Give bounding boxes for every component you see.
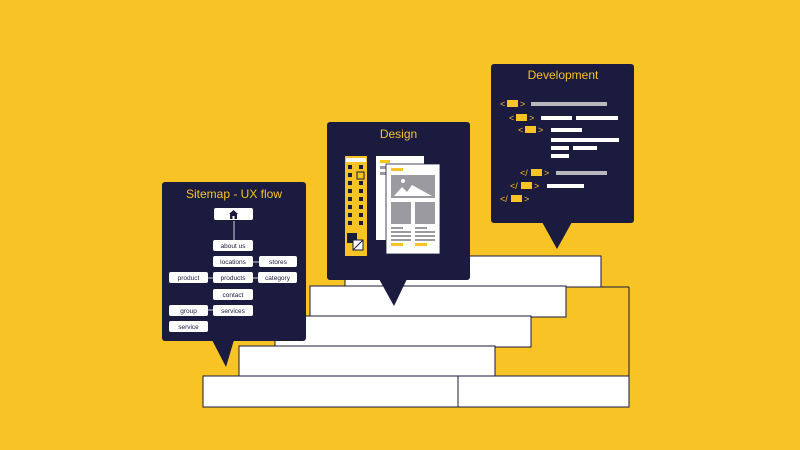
node-category bbox=[258, 272, 297, 283]
label-stores: stores bbox=[269, 259, 287, 266]
stair-step-2 bbox=[309, 285, 567, 318]
node-services bbox=[213, 305, 253, 316]
code-close-1: </ bbox=[520, 168, 528, 178]
stair-step-3 bbox=[274, 315, 532, 348]
code-open-1: < bbox=[500, 99, 505, 109]
label-about-us: about us bbox=[221, 243, 247, 250]
development-bubble: Development < > < > < > </ bbox=[491, 64, 634, 249]
code-close-2: </ bbox=[510, 181, 518, 191]
code-gt-1: > bbox=[520, 99, 525, 109]
code-gt-4: > bbox=[544, 168, 549, 178]
node-about-us bbox=[213, 240, 253, 251]
label-product: product bbox=[178, 275, 200, 282]
node-contact bbox=[213, 289, 253, 300]
code-open-3: < bbox=[518, 125, 523, 135]
label-service: service bbox=[178, 324, 199, 331]
mockup-front-page bbox=[385, 163, 441, 255]
node-locations bbox=[213, 256, 253, 267]
node-stores bbox=[259, 256, 297, 267]
sitemap-title: Sitemap - UX flow bbox=[186, 187, 282, 201]
code-close-3: </ bbox=[500, 194, 508, 204]
tool-palette-icon bbox=[345, 156, 367, 256]
label-group: group bbox=[180, 308, 197, 315]
label-products: products bbox=[221, 275, 247, 282]
label-locations: locations bbox=[220, 259, 246, 266]
code-gt-5: > bbox=[534, 181, 539, 191]
code-gt-2: > bbox=[529, 113, 534, 123]
home-icon bbox=[229, 210, 238, 219]
node-products bbox=[213, 272, 253, 283]
staircase bbox=[202, 255, 630, 408]
development-title: Development bbox=[528, 68, 599, 82]
design-bubble: Design bbox=[327, 122, 470, 306]
stair-step-4 bbox=[238, 345, 496, 378]
design-title: Design bbox=[380, 127, 417, 141]
sitemap-bubble: Sitemap - UX flow abou bbox=[162, 182, 306, 367]
code-open-2: < bbox=[509, 113, 514, 123]
label-category: category bbox=[265, 275, 291, 282]
code-gt-3: > bbox=[538, 125, 543, 135]
node-product bbox=[169, 272, 208, 283]
image-icon bbox=[394, 179, 432, 196]
label-services: services bbox=[221, 308, 246, 315]
label-contact: contact bbox=[223, 292, 244, 299]
stair-step-5 bbox=[202, 375, 460, 408]
code-gt-6: > bbox=[524, 194, 529, 204]
code-block: < > < > < > </ > </ bbox=[500, 99, 619, 204]
node-service bbox=[169, 321, 208, 332]
stair-riser bbox=[457, 375, 630, 408]
node-group bbox=[169, 305, 208, 316]
